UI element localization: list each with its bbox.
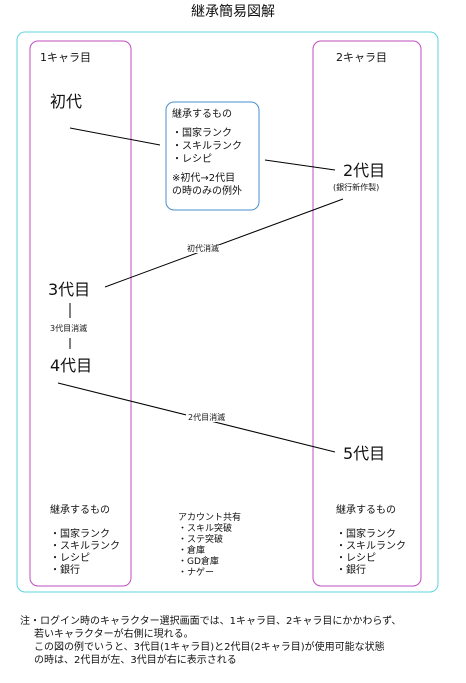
- right-inherit-item: ・スキルランク: [336, 541, 406, 552]
- generation-second: 2代目: [343, 161, 386, 180]
- edge-label-first-lost: 初代消滅: [185, 244, 221, 253]
- generation-third: 3代目: [48, 280, 91, 299]
- inherit-box-frame: [165, 101, 260, 211]
- inherit-box-exception-line2: の時のみの例外: [172, 186, 242, 197]
- left-column-heading: 1キャラ目: [40, 51, 91, 64]
- left-column-frame: [29, 40, 132, 587]
- footnote-line2: 若いキャラクターが右側に現れる。: [34, 629, 194, 640]
- left-inherit-item: ・国家ランク: [50, 529, 110, 540]
- footnote: 注・ログイン時のキャラクター選択画面では、1キャラ目、2キャラ目にかかわらず、 …: [20, 615, 401, 667]
- generation-fourth: 4代目: [50, 356, 93, 375]
- account-shared-item: ・倉庫: [178, 546, 206, 556]
- account-shared-heading: アカウント共有: [178, 513, 242, 523]
- account-shared-list: アカウント共有 ・スキル突破 ・ステ突破 ・倉庫 ・GD倉庫 ・ナゲー: [178, 513, 241, 579]
- right-inherit-item: ・銀行: [336, 565, 366, 576]
- inherit-box-item: ・スキルランク: [172, 141, 242, 152]
- left-inherit-item: ・スキルランク: [50, 541, 120, 552]
- page-title: 継承簡易図解: [191, 4, 275, 20]
- account-shared-item: ・GD倉庫: [178, 557, 219, 567]
- connector-first-to-box: [69, 127, 161, 146]
- footnote-line4: の時は、2代目が左、3代目が右に表示される: [34, 655, 237, 666]
- inherit-box-item: ・国家ランク: [172, 128, 232, 139]
- edge-label-second-lost: 2代目消滅: [186, 413, 228, 422]
- generation-second-sub: (銀行新作製): [333, 183, 380, 192]
- inherit-box-item: ・レシピ: [172, 154, 212, 165]
- account-shared-item: ・ステ突破: [178, 535, 224, 545]
- left-inherit-item: ・レシピ: [50, 553, 90, 564]
- right-column-heading: 2キャラ目: [336, 51, 387, 64]
- left-inherit-item: ・銀行: [50, 565, 80, 576]
- generation-fifth: 5代目: [343, 444, 386, 463]
- account-shared-item: ・スキル突破: [178, 524, 233, 534]
- inherit-box-exception-line1: ※初代→2代目: [172, 173, 236, 184]
- left-inherit-heading: 継承するもの: [50, 505, 110, 516]
- footnote-line3: この図の例でいうと、3代目(1キャラ目)と2代目(2キャラ目)が使用可能な状態: [34, 642, 385, 653]
- inherit-box: 継承するもの ・国家ランク ・スキルランク ・レシピ ※初代→2代目 の時のみの…: [172, 108, 242, 198]
- right-inherit-heading: 継承するもの: [336, 505, 396, 516]
- right-inherit-item: ・国家ランク: [336, 529, 396, 540]
- outer-frame: [16, 31, 439, 593]
- footnote-line1: 注・ログイン時のキャラクター選択画面では、1キャラ目、2キャラ目にかかわらず、: [20, 616, 402, 627]
- right-inherit-item: ・レシピ: [336, 553, 376, 564]
- connector-second-to-third: [104, 198, 344, 288]
- generation-first: 初代: [50, 92, 83, 111]
- right-column-frame: [312, 40, 422, 587]
- connector-box-to-second: [264, 159, 336, 171]
- inherit-box-heading: 継承するもの: [172, 109, 232, 120]
- right-inherit-list: 継承するもの ・国家ランク ・スキルランク ・レシピ ・銀行: [336, 505, 406, 577]
- left-inherit-list: 継承するもの ・国家ランク ・スキルランク ・レシピ ・銀行: [50, 505, 120, 577]
- account-shared-item: ・ナゲー: [178, 568, 215, 578]
- edge-label-third-lost: 3代目消滅: [48, 324, 90, 333]
